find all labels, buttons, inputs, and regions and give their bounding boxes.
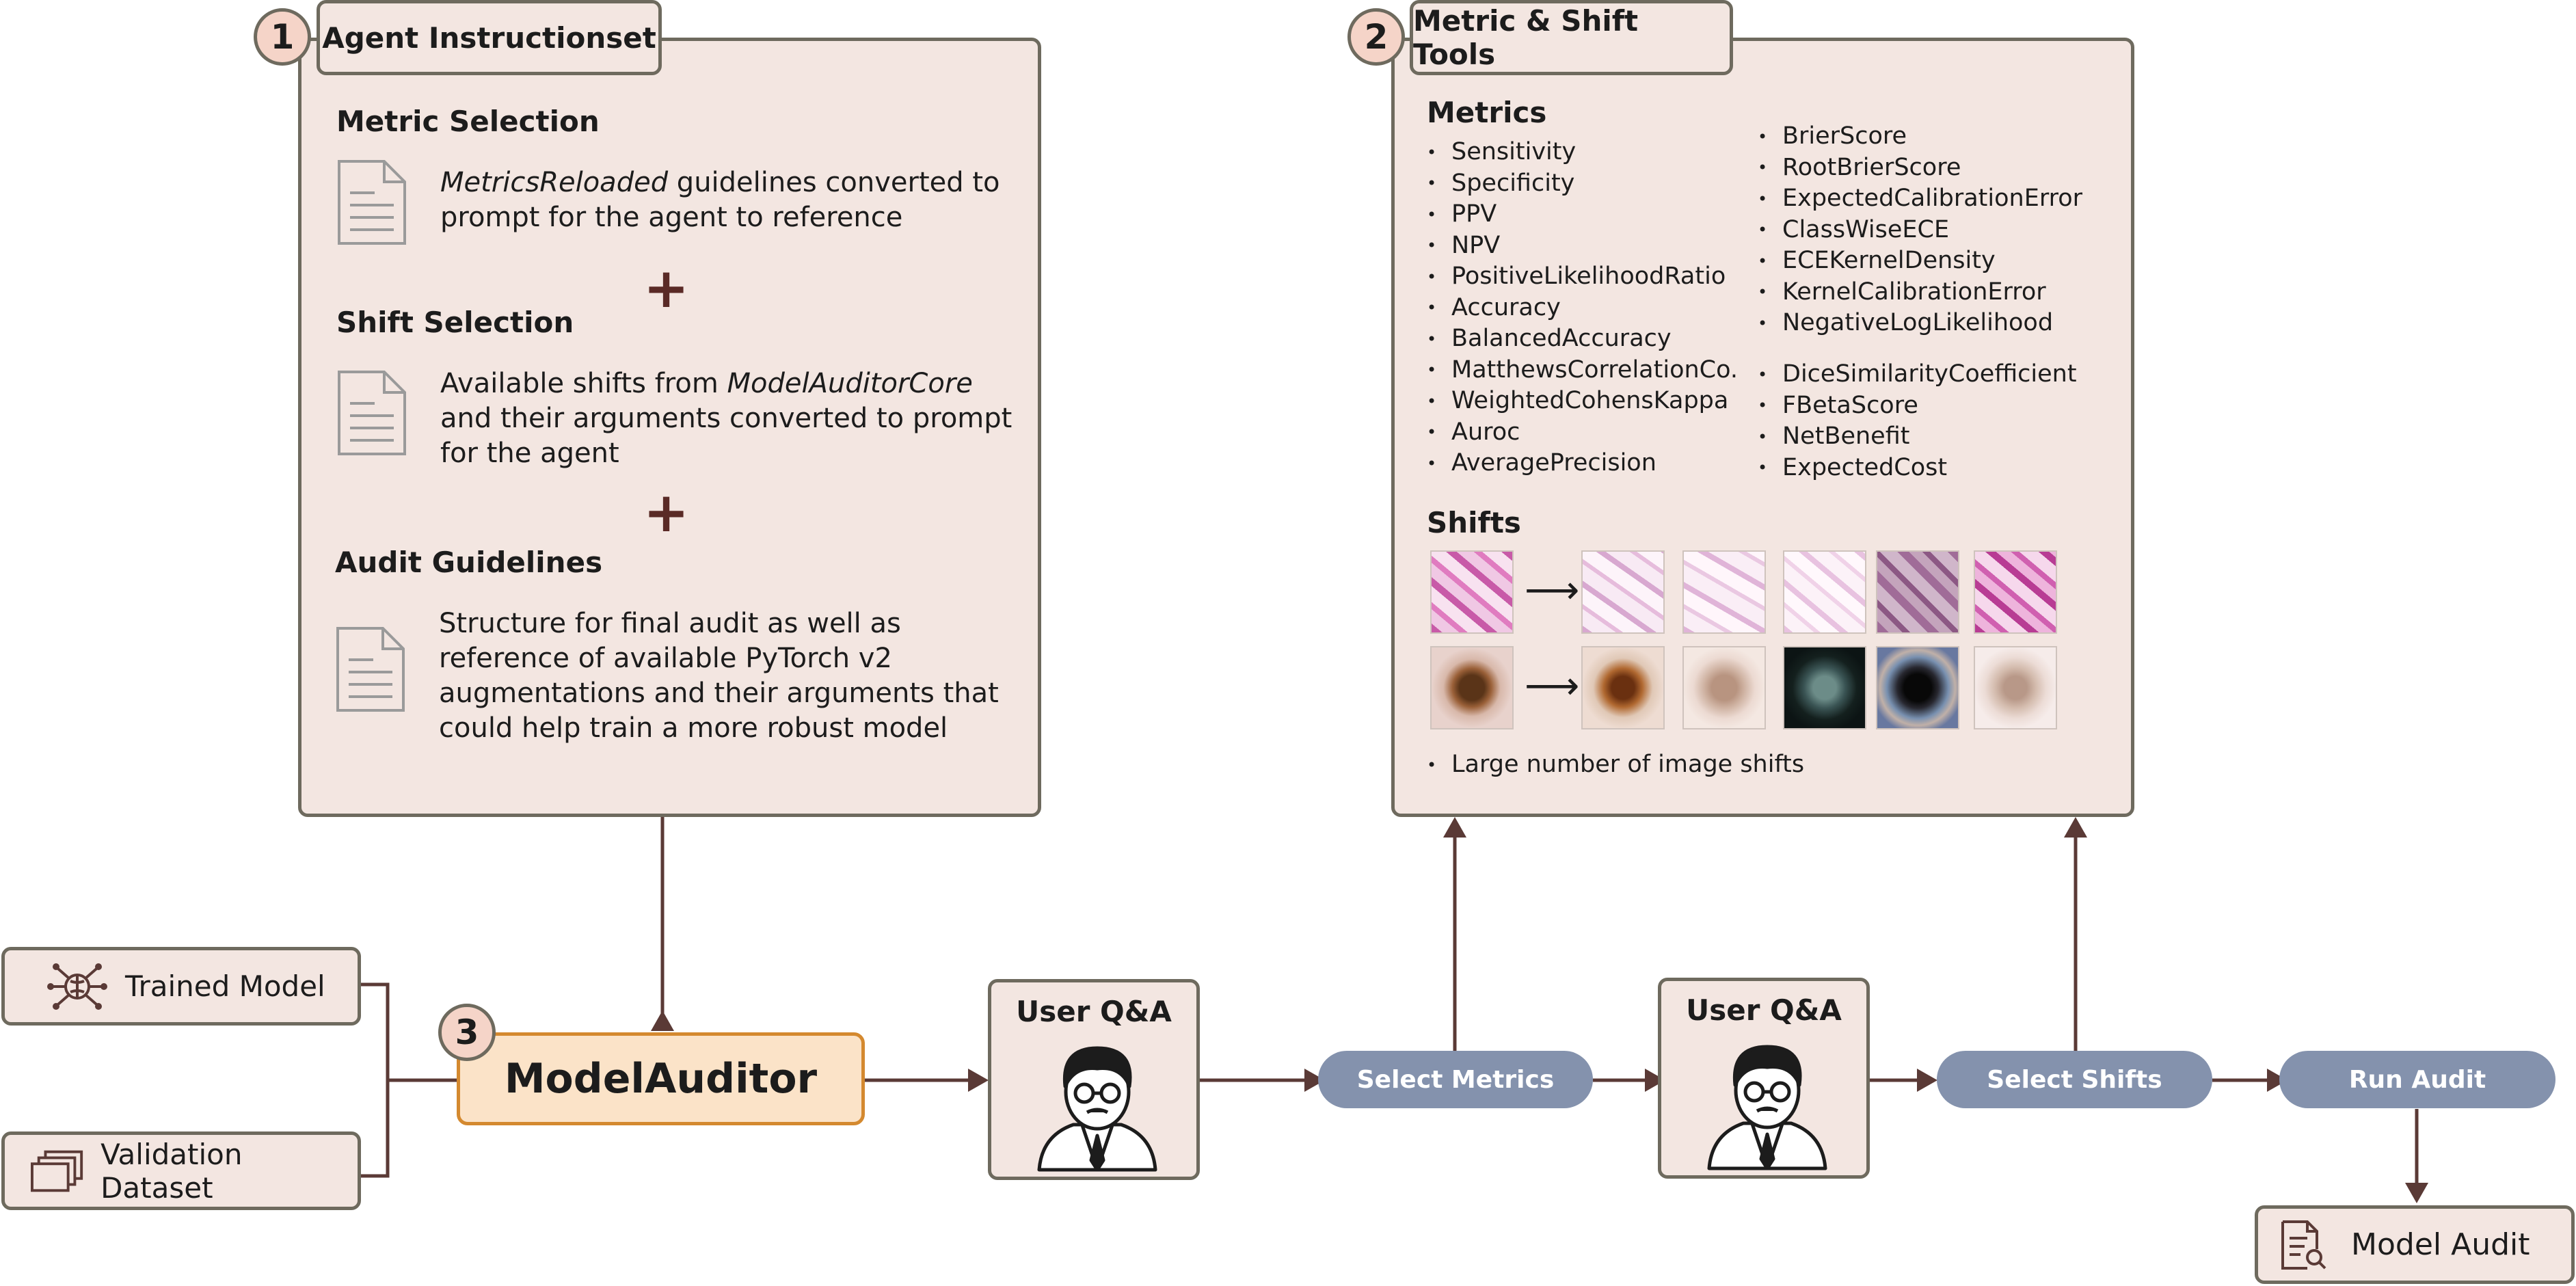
metric-item: Sensitivity bbox=[1427, 137, 1738, 168]
document-icon bbox=[338, 371, 406, 455]
shift-arrow-dermatology: ⟶ bbox=[1525, 664, 1580, 708]
shifts-heading: Shifts bbox=[1427, 506, 1521, 539]
panel2-number-badge: 2 bbox=[1347, 8, 1405, 66]
user-qa-label-1: User Q&A bbox=[1016, 995, 1172, 1028]
arrowhead-output bbox=[2405, 1183, 2428, 1203]
auditor-number-badge: 3 bbox=[438, 1004, 496, 1061]
dermatology-shift-2-thumbnail bbox=[1682, 646, 1766, 729]
histology-shift-4-thumbnail bbox=[1876, 550, 1959, 634]
metrics-list-col2b: DiceSimilarityCoefficientFBetaScoreNetBe… bbox=[1758, 359, 2077, 483]
run-audit-step: Run Audit bbox=[2279, 1051, 2555, 1108]
histology-original-thumbnail bbox=[1430, 550, 1514, 634]
model-auditor-box: ModelAuditor bbox=[457, 1032, 865, 1125]
metrics-list-col2a: BrierScoreRootBrierScoreExpectedCalibrat… bbox=[1758, 121, 2082, 339]
stacked-layers-icon bbox=[31, 1150, 83, 1192]
dermatology-shift-4-thumbnail bbox=[1876, 646, 1959, 729]
metric-selection-text: MetricsReloaded guidelines converted to … bbox=[440, 167, 1000, 233]
metrics-list-col1: SensitivitySpecificityPPVNPVPositiveLike… bbox=[1427, 137, 1738, 479]
user-qa-label-2: User Q&A bbox=[1686, 993, 1842, 1027]
shift-selection-heading: Shift Selection bbox=[336, 306, 574, 339]
arrowhead-select-shifts bbox=[1917, 1069, 1937, 1092]
metric-item: DiceSimilarityCoefficient bbox=[1758, 359, 2077, 390]
dermatology-shift-3-thumbnail bbox=[1783, 646, 1866, 729]
shift-selection-text: Available shifts from ModelAuditorCore a… bbox=[440, 368, 1012, 469]
document-icon bbox=[338, 160, 406, 245]
histology-shift-3-thumbnail bbox=[1783, 550, 1866, 634]
connector-inputs-bracket bbox=[361, 982, 390, 1178]
metric-item: ExpectedCalibrationError bbox=[1758, 183, 2082, 215]
metric-item: NegativeLogLikelihood bbox=[1758, 308, 2082, 339]
dermatology-shift-5-thumbnail bbox=[1974, 646, 2057, 729]
shift-arrow-histology: ⟶ bbox=[1525, 568, 1580, 613]
metric-item: RootBrierScore bbox=[1758, 152, 2082, 184]
audit-guidelines-text: Structure for final audit as well as ref… bbox=[439, 608, 999, 744]
validation-dataset-box: Validation Dataset bbox=[1, 1131, 361, 1210]
arrowhead-run-audit bbox=[2267, 1069, 2287, 1092]
model-audit-label: Model Audit bbox=[2351, 1227, 2530, 1262]
metric-item: Accuracy bbox=[1427, 293, 1738, 324]
model-audit-output-box: Model Audit bbox=[2255, 1205, 2575, 1284]
document-icon bbox=[336, 627, 405, 712]
dermatology-original-thumbnail bbox=[1430, 646, 1514, 729]
trained-model-box: Trained Model bbox=[1, 947, 361, 1026]
validation-dataset-label: Validation Dataset bbox=[100, 1137, 243, 1205]
metric-item: BrierScore bbox=[1758, 121, 2082, 152]
metric-item: Specificity bbox=[1427, 168, 1738, 200]
plus-symbol-1: + bbox=[643, 256, 690, 320]
metric-item: FBetaScore bbox=[1758, 390, 2077, 422]
metric-item: ClassWiseECE bbox=[1758, 215, 2082, 246]
arrowhead-up-panel2-a bbox=[1443, 817, 1466, 838]
shifts-note: Large number of image shifts bbox=[1427, 749, 1804, 781]
metric-item: PPV bbox=[1427, 199, 1738, 230]
arrowhead-qa1 bbox=[968, 1069, 989, 1092]
histology-shift-1-thumbnail bbox=[1581, 550, 1665, 634]
audit-guidelines-heading: Audit Guidelines bbox=[335, 546, 603, 579]
dermatology-shift-1-thumbnail bbox=[1581, 646, 1665, 729]
histology-shift-5-thumbnail bbox=[1974, 550, 2057, 634]
select-metrics-step: Select Metrics bbox=[1318, 1051, 1593, 1108]
report-search-icon bbox=[2281, 1220, 2326, 1270]
user-qa-box-1: User Q&A bbox=[988, 979, 1200, 1180]
panel1-title: Agent Instructionset bbox=[317, 0, 662, 75]
metric-item: Auroc bbox=[1427, 417, 1738, 448]
trained-model-label: Trained Model bbox=[125, 969, 325, 1003]
panel2-title: Metric & Shift Tools bbox=[1410, 0, 1733, 75]
metric-item: ExpectedCost bbox=[1758, 453, 2077, 484]
histology-shift-2-thumbnail bbox=[1682, 550, 1766, 634]
arrowhead-up-panel2-b bbox=[2064, 817, 2087, 838]
metric-item: PositiveLikelihoodRatio bbox=[1427, 261, 1738, 293]
select-shifts-step: Select Shifts bbox=[1937, 1051, 2212, 1108]
metric-item: NetBenefit bbox=[1758, 421, 2077, 453]
scientist-avatar-icon bbox=[1037, 1046, 1157, 1172]
shifts-note-list: Large number of image shifts bbox=[1427, 749, 1804, 781]
panel-agent-instructionset bbox=[298, 38, 1041, 817]
metric-item: MatthewsCorrelationCo. bbox=[1427, 355, 1738, 386]
metric-selection-heading: Metric Selection bbox=[336, 105, 600, 138]
metric-item: NPV bbox=[1427, 230, 1738, 262]
brain-network-icon bbox=[47, 963, 107, 1010]
plus-symbol-2: + bbox=[643, 481, 690, 544]
panel1-number-badge: 1 bbox=[254, 8, 311, 66]
scientist-avatar-icon bbox=[1707, 1045, 1827, 1170]
metric-item: KernelCalibrationError bbox=[1758, 277, 2082, 308]
metric-item: ECEKernelDensity bbox=[1758, 245, 2082, 277]
metrics-heading: Metrics bbox=[1427, 96, 1547, 129]
arrowhead-select-metrics bbox=[1304, 1069, 1325, 1092]
metric-item: BalancedAccuracy bbox=[1427, 323, 1738, 355]
metric-item: WeightedCohensKappa bbox=[1427, 386, 1738, 417]
arrowhead-up-auditor bbox=[651, 1010, 674, 1031]
metric-item: AveragePrecision bbox=[1427, 448, 1738, 479]
user-qa-box-2: User Q&A bbox=[1658, 978, 1870, 1179]
arrowhead-qa2 bbox=[1645, 1069, 1665, 1092]
